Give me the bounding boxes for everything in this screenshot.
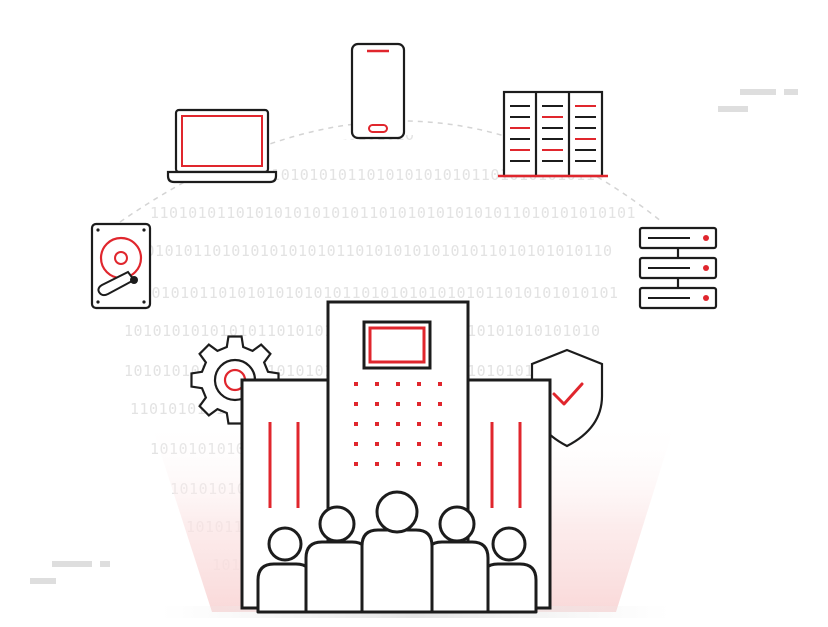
window-dot: [438, 442, 442, 446]
window-dot: [417, 382, 421, 386]
window-dot: [354, 462, 358, 466]
binary-row: 1010101101010101010101101010101010101101…: [136, 242, 613, 260]
decorative-dashes-top: [718, 89, 798, 112]
people-group-icon: [256, 490, 538, 614]
window-dot: [438, 422, 442, 426]
window-dot: [417, 442, 421, 446]
window-dot: [417, 422, 421, 426]
hard-drive-icon: [90, 222, 152, 310]
server-rack-icon: [498, 90, 608, 178]
window-dot: [396, 442, 400, 446]
smartphone-icon: [350, 42, 406, 140]
window-dot: [354, 422, 358, 426]
window-dot: [396, 462, 400, 466]
window-dot: [375, 402, 379, 406]
window-dot: [438, 402, 442, 406]
binary-row: 1010101101010101010101101010101010101101…: [142, 284, 619, 302]
window-dot: [375, 382, 379, 386]
window-dot: [354, 402, 358, 406]
window-dot: [375, 422, 379, 426]
window-dot: [375, 462, 379, 466]
window-dot: [417, 462, 421, 466]
server-stack-icon: [638, 226, 718, 310]
window-dot: [396, 422, 400, 426]
window-dot: [354, 442, 358, 446]
decorative-dashes-bottom: [30, 561, 110, 584]
building-window-grid: [354, 382, 442, 466]
binary-row: 1010101010101011010101010101101010101011: [214, 166, 595, 184]
window-dot: [354, 382, 358, 386]
window-dot: [417, 402, 421, 406]
binary-row: 1101010110101010101010110101010101010110…: [150, 204, 636, 222]
window-dot: [396, 382, 400, 386]
window-dot: [438, 462, 442, 466]
laptop-icon: [166, 108, 278, 184]
window-dot: [396, 402, 400, 406]
window-dot: [375, 442, 379, 446]
window-dot: [438, 382, 442, 386]
